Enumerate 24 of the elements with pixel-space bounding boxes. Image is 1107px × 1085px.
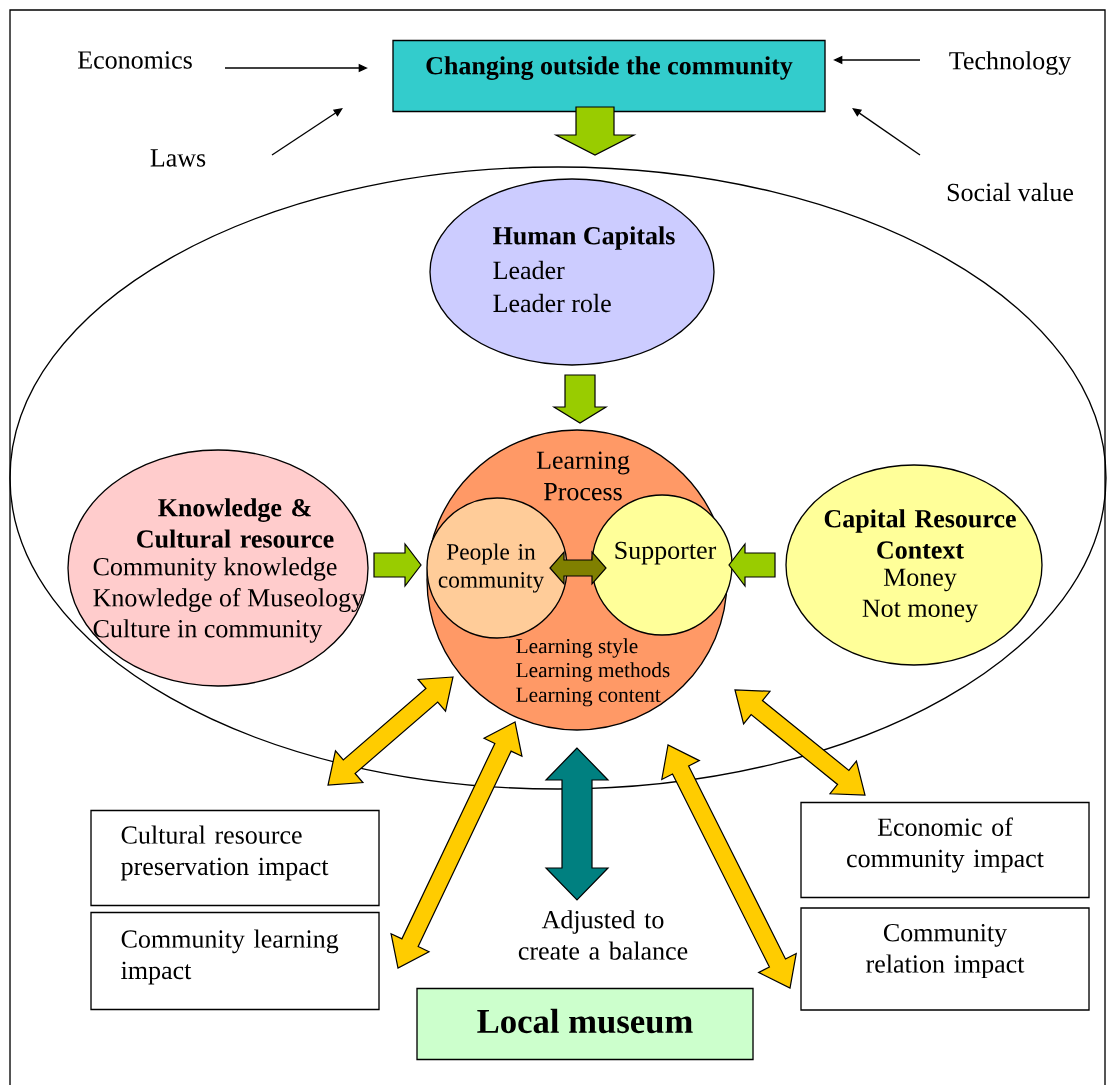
factor-label: Economics	[78, 51, 192, 69]
block-arrow	[661, 744, 797, 989]
arrow	[852, 108, 921, 156]
boundary-ellipse	[9, 166, 1107, 790]
factor-label: Social value	[947, 182, 1073, 202]
factor-label: Technology	[949, 51, 1072, 75]
note-text: Adjusted to create a balance	[518, 910, 688, 960]
impact-box: Community learning impact	[90, 911, 380, 1011]
arrow	[271, 108, 343, 156]
museum-box: Local museum	[416, 987, 754, 1061]
block-arrow	[553, 106, 637, 156]
block-arrow	[549, 550, 607, 586]
impact-box: Economic of community impact	[800, 801, 1090, 899]
factor-label: Laws	[150, 149, 206, 167]
heading-box: Changing outside the community	[392, 39, 826, 113]
impact-box: Cultural resource preservation impact	[90, 809, 380, 907]
block-arrow	[373, 542, 422, 588]
block-arrow	[390, 721, 523, 969]
block-arrow	[551, 374, 609, 424]
block-arrow	[728, 542, 776, 588]
block-arrow	[734, 689, 866, 796]
block-arrow	[327, 676, 454, 786]
block-arrow	[544, 747, 610, 901]
impact-box: Community relation impact	[800, 907, 1090, 1011]
